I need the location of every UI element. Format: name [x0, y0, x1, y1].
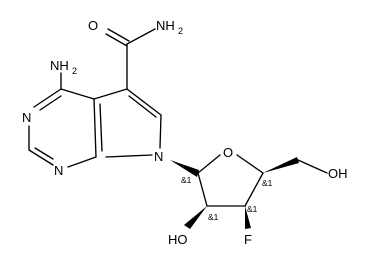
atom-amide-n: NH — [156, 18, 175, 33]
stereo-c2: &1 — [208, 212, 219, 222]
bond-lines — [28, 28, 328, 229]
bond-c-o-double-a — [105, 33, 128, 47]
bond-o-c4 — [236, 154, 264, 174]
atom-pyrrole-n: N — [154, 149, 163, 164]
atom-labels: O NH 2 NH 2 N N N O OH HO F — [22, 18, 348, 247]
bond-c4-n3 — [33, 88, 62, 108]
bond-ch2-oh — [297, 159, 328, 174]
bond-c3-c4 — [244, 172, 264, 207]
bond-n7-c7a — [105, 154, 153, 158]
bond-c7a-c4a — [93, 98, 97, 158]
atom-carbonyl-o: O — [88, 18, 98, 33]
wedge-c4-ch2 — [263, 157, 299, 173]
atom-hydroxyl-ho: HO — [168, 232, 188, 247]
atom-amine-n: NH — [50, 58, 69, 73]
atom-pyrimidine-n-top: N — [22, 110, 31, 125]
bond-c5-c6 — [126, 88, 162, 116]
atom-amine-sub: 2 — [72, 66, 77, 76]
bond-c-o-double-b — [107, 28, 130, 42]
bond-c4a-c4 — [60, 88, 95, 100]
atom-hydroxymethyl-oh: OH — [328, 166, 348, 181]
atom-amide-sub: 2 — [178, 26, 183, 36]
bond-c7a-c4a-inner — [99, 103, 103, 152]
wedge-n-c1 — [170, 160, 199, 177]
bond-n1-c7a — [67, 156, 97, 168]
atom-pyrimidine-n-bottom: N — [54, 163, 63, 178]
bond-c6-n7 — [159, 114, 162, 149]
bond-c1-o — [197, 154, 221, 174]
bond-c5-c4a — [93, 88, 128, 100]
bond-c1-c2 — [197, 172, 208, 207]
atom-ring-o: O — [223, 145, 233, 160]
stereo-c1: &1 — [181, 175, 192, 185]
stereo-c4: &1 — [262, 178, 273, 188]
bond-c4-n3-inner — [39, 95, 62, 111]
stereo-c3: &1 — [247, 204, 258, 214]
stereo-labels: &1 &1 &1 &1 — [181, 175, 273, 222]
bond-c-nh2 — [126, 28, 156, 45]
wedge-c3-f — [245, 206, 251, 229]
bond-c5-c6-inner — [128, 95, 157, 118]
atom-fluorine: F — [244, 232, 252, 247]
bond-c2-n1 — [28, 149, 54, 166]
bond-c2-n1-inner — [34, 147, 54, 160]
wedge-c2-oh — [184, 206, 207, 229]
